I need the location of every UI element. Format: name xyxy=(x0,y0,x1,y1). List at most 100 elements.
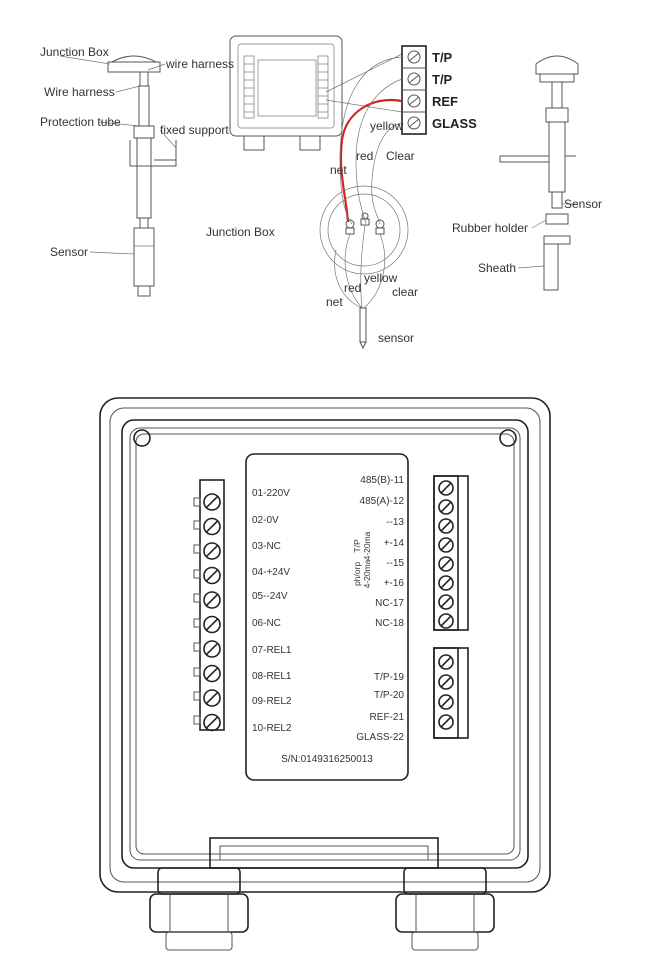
protection-tube-collar xyxy=(133,125,155,139)
right-terminal-label-14: +-14 xyxy=(384,538,405,549)
wire-label-red-lower: red xyxy=(344,281,361,295)
label-junction-box-left: Junction Box xyxy=(40,45,109,59)
label-wire-harness-1: wire harness xyxy=(165,57,234,71)
right-sensor-assembly: Sensor Rubber holder Sheath xyxy=(452,55,602,291)
left-terminal-screw-6 xyxy=(203,615,221,634)
right-terminal-label-18: NC-18 xyxy=(375,618,404,629)
label-sheath: Sheath xyxy=(478,261,516,275)
center-sensor-probe xyxy=(359,307,367,343)
label-wire-harness-2: Wire harness xyxy=(44,85,115,99)
wire-lug-2 xyxy=(360,212,370,226)
left-terminal-screw-8 xyxy=(203,664,221,683)
left-terminal-screw-4 xyxy=(203,566,221,585)
cable-gland-left xyxy=(149,867,249,951)
left-terminal-label-5: 05--24V xyxy=(252,591,288,602)
serial-number: S/N:0149316250013 xyxy=(281,754,373,765)
left-terminal-label-3: 03-NC xyxy=(252,541,281,552)
cable-inner-ring xyxy=(327,193,401,267)
right-junction-box-cap xyxy=(535,55,579,75)
label-sensor-left: Sensor xyxy=(50,245,88,259)
terminal-screw-2 xyxy=(407,72,421,86)
corner-hole-tl xyxy=(133,429,151,447)
wire-label-clear-lower: clear xyxy=(392,285,418,299)
right-terminal-label-20: T/P-20 xyxy=(374,690,404,701)
group-label-ph: ph/orp xyxy=(352,562,362,586)
terminal-label-glass: GLASS xyxy=(432,116,477,131)
right-terminal-label-11: 485(B)-11 xyxy=(360,475,404,486)
right-terminal-screw-22 xyxy=(438,714,454,730)
wire-label-net-lower: net xyxy=(326,295,343,309)
red-wire xyxy=(339,99,403,223)
left-junction-neck xyxy=(139,71,149,87)
fixed-support-bracket xyxy=(129,140,177,167)
label-protection-tube: Protection tube xyxy=(40,115,121,129)
sensor-neck xyxy=(139,217,149,229)
group-label-ph-sub: 4-20ma xyxy=(362,559,372,588)
left-terminal-label-8: 08-REL1 xyxy=(252,671,292,682)
left-terminal-label-9: 09-REL2 xyxy=(252,696,292,707)
right-terminal-screw-16 xyxy=(438,575,454,591)
terminal-label-tp-2: T/P xyxy=(432,72,453,87)
terminal-screw-1 xyxy=(407,50,421,64)
center-junction-box: Junction Box xyxy=(206,35,403,239)
left-junction-box-shape xyxy=(107,61,161,73)
wire-label-yellow-lower: yellow xyxy=(364,271,398,285)
cable-outer-ring xyxy=(319,185,409,275)
right-protection-tube xyxy=(548,121,566,193)
left-terminal-label-10: 10-REL2 xyxy=(252,723,292,734)
left-terminal-screw-7 xyxy=(203,640,221,658)
label-panel xyxy=(245,453,409,781)
right-terminal-label-21: REF-21 xyxy=(370,712,405,723)
terminal-label-tp-1: T/P xyxy=(432,50,453,65)
label-sensor-right: Sensor xyxy=(564,197,602,211)
left-terminal-label-1: 01-220V xyxy=(252,488,290,499)
right-terminal-screw-18 xyxy=(438,613,454,629)
wire-lug-1 xyxy=(345,219,355,235)
left-terminal-screw-5 xyxy=(203,591,221,609)
left-terminal-screw-1 xyxy=(203,493,221,511)
left-sensor-tip xyxy=(137,285,151,297)
right-sensor-neck xyxy=(551,191,563,209)
jb-left-terminal-strip xyxy=(243,55,255,119)
left-terminal-strip xyxy=(199,479,225,731)
enclosure-outer xyxy=(99,397,551,893)
right-terminal-label-22: GLASS-22 xyxy=(356,732,404,743)
cable-gland-right xyxy=(395,867,495,951)
left-upper-tube xyxy=(138,85,150,127)
right-terminal-screw-11 xyxy=(438,480,454,496)
right-terminal-screw-20 xyxy=(438,674,454,690)
left-sensor-assembly: Junction Box wire harness Wire harness P… xyxy=(40,45,234,297)
label-junction-box-center: Junction Box xyxy=(206,225,275,239)
right-terminal-screw-14 xyxy=(438,537,454,553)
junction-box-outline xyxy=(229,35,343,137)
sheath xyxy=(543,243,559,291)
terminal-label-ref: REF xyxy=(432,94,458,109)
jb-gland-left xyxy=(243,135,265,151)
right-terminal-label-17: NC-17 xyxy=(375,598,404,609)
sensor-wires: net red Clear yellow yellow red clear ne… xyxy=(319,56,418,350)
right-terminal-screw-21 xyxy=(438,694,454,710)
left-junction-box-dome xyxy=(111,55,157,63)
label-sensor-center: sensor xyxy=(378,331,414,345)
jb-gland-right xyxy=(299,135,321,151)
wire-label-clear-upper: Clear xyxy=(386,149,415,163)
right-terminal-screw-19 xyxy=(438,654,454,670)
group-label-tp: T/P xyxy=(352,539,362,553)
group-label-tp-sub: 4-20ma xyxy=(362,531,372,560)
right-terminal-label-13: --13 xyxy=(386,517,404,528)
left-terminal-label-2: 02-0V xyxy=(252,515,279,526)
wire-label-yellow-upper: yellow xyxy=(370,119,404,133)
wire-lug-3 xyxy=(375,219,385,235)
right-terminal-screw-12 xyxy=(438,499,454,515)
label-fixed-support: fixed support xyxy=(160,123,229,137)
wire-label-red-upper: red xyxy=(356,149,373,163)
left-terminal-label-4: 04-+24V xyxy=(252,567,290,578)
right-terminal-label-15: --15 xyxy=(386,558,404,569)
right-terminal-screw-17 xyxy=(438,594,454,610)
left-terminal-screw-10 xyxy=(203,713,221,732)
left-sensor-body xyxy=(133,227,155,287)
terminal-screw-3 xyxy=(407,94,421,108)
right-terminal-label-16: +-16 xyxy=(384,578,405,589)
protection-tube xyxy=(136,137,152,219)
left-terminal-label-7: 07-REL1 xyxy=(252,645,292,656)
